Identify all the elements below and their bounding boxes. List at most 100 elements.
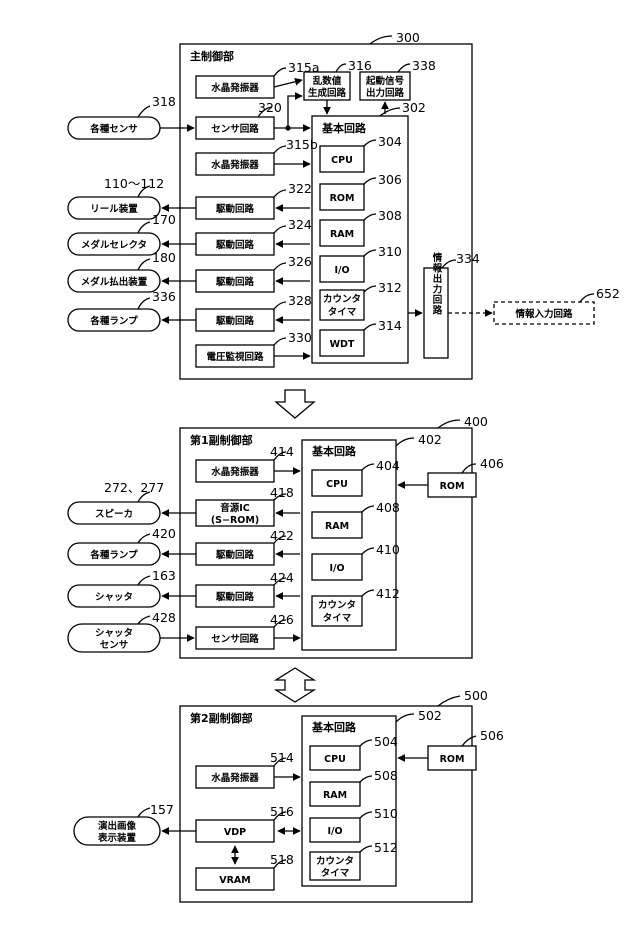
sub2-osc-label: 水晶発振器: [211, 772, 259, 784]
main-sensors-ref: 318: [152, 94, 176, 109]
speaker-label: スピーカ: [95, 508, 133, 520]
sub2-counter-label: カウンタ: [316, 855, 354, 867]
sub1-osc-label: 水晶発振器: [211, 466, 259, 478]
info-output-ref: 334: [456, 251, 480, 266]
sub2-title: 第2副制御部: [190, 711, 253, 725]
info-input-label: 情報入力回路: [514, 308, 573, 320]
sub1-ref: 400: [464, 414, 488, 429]
main-cpu-ref: 304: [378, 134, 402, 149]
shutter-sensor-leader: [138, 616, 150, 624]
sub1-drive-424-ref: 424: [270, 570, 294, 585]
drive-326-label: 駆動回路: [215, 276, 255, 288]
sub1-sensor-circuit-ref: 426: [270, 612, 294, 627]
info-output-label: 情報出力回路: [431, 252, 444, 316]
sub2-osc-ref: 514: [270, 750, 294, 765]
sub1-lamps-leader: [138, 534, 150, 543]
speaker-ref: 272、277: [104, 480, 164, 495]
main-core-title: 基本回路: [321, 121, 367, 135]
sub2-rom-ref: 506: [480, 728, 504, 743]
sub1-io-ref: 410: [376, 542, 400, 557]
sub2-io-label: I/O: [327, 826, 342, 837]
sub2-io-ref: 510: [374, 806, 398, 821]
main-ref: 300: [396, 30, 420, 45]
shutter-leader: [138, 576, 150, 585]
main-ram-label: RAM: [330, 229, 354, 240]
main-timer-label: タイマ: [328, 306, 357, 318]
sub1-counter-label: カウンタ: [318, 599, 356, 611]
sound-ic-label1: 音源IC: [220, 502, 250, 514]
sub2-ref-leader: [438, 696, 460, 706]
sub1-lamps-ref: 420: [152, 526, 176, 541]
voltage-label: 電圧監視回路: [206, 351, 264, 363]
sub1-rom-ref: 406: [480, 456, 504, 471]
vdp-ref: 516: [270, 804, 294, 819]
medal-selector-leader: [138, 222, 150, 233]
main-sensors-leader: [138, 106, 150, 117]
main-start-ref: 338: [412, 58, 436, 73]
medal-selector-label: メダルセレクタ: [81, 239, 147, 251]
drive-326-ref: 326: [288, 254, 312, 269]
main-start-label2: 出力回路: [366, 87, 405, 99]
sub1-rom-label: ROM: [440, 481, 465, 492]
sub1-sensor-circuit-label: センサ回路: [211, 633, 259, 645]
main-counter-ref: 312: [378, 280, 402, 295]
drive-322-ref: 322: [288, 181, 312, 196]
sub1-ram-ref: 408: [376, 500, 400, 515]
medal-selector-ref: 170: [152, 212, 176, 227]
info-input-ref: 652: [596, 286, 620, 301]
drive-328-ref: 328: [288, 293, 312, 308]
sub2-rom-label: ROM: [440, 754, 465, 765]
sub1-ref-leader: [438, 420, 460, 428]
sub1-ram-label: RAM: [325, 521, 349, 532]
main-start-label1: 起動信号: [365, 75, 405, 87]
sub1-core-ref: 402: [418, 432, 442, 447]
shutter-ref: 163: [152, 568, 176, 583]
sub1-osc-ref: 414: [270, 444, 294, 459]
sub1-io-label: I/O: [329, 563, 344, 574]
effect-display-label1: 演出画像: [98, 820, 137, 832]
sub1-drive-424-label: 駆動回路: [215, 591, 255, 603]
main-io-ref: 310: [378, 244, 402, 259]
sub2-cpu-label: CPU: [324, 754, 346, 765]
voltage-ref: 330: [288, 330, 312, 345]
main-lamps-ref: 336: [152, 289, 176, 304]
shutter-sensor-label1: シャッタ: [95, 627, 133, 639]
drive-324-label: 駆動回路: [215, 239, 255, 251]
shutter-label: シャッタ: [95, 591, 133, 603]
main-cpu-label: CPU: [331, 155, 353, 166]
main-rom-label: ROM: [330, 193, 355, 204]
medal-payout-ref: 180: [152, 250, 176, 265]
sub2-timer-label: タイマ: [321, 867, 350, 879]
main-core-ref: 302: [402, 100, 426, 115]
reel-device-ref: 110～112: [104, 176, 164, 191]
effect-display-ref: 157: [150, 802, 174, 817]
main-lamps-leader: [138, 298, 150, 309]
sub2-counter-ref: 512: [374, 840, 398, 855]
reel-device-label: リール装置: [90, 203, 138, 215]
main-rng-ref: 316: [348, 58, 372, 73]
main-sensor-circuit-label: センサ回路: [211, 123, 259, 135]
down-arrow-icon: [276, 390, 314, 418]
medal-payout-label: メダル払出装置: [81, 276, 148, 288]
effect-display-label2: 表示装置: [97, 832, 137, 844]
drive-322-label: 駆動回路: [215, 203, 255, 215]
main-counter-label: カウンタ: [323, 293, 361, 305]
shutter-sensor-label2: センサ: [100, 640, 129, 651]
drive-324-ref: 324: [288, 217, 312, 232]
sub1-cpu-ref: 404: [376, 458, 400, 473]
main-ref-leader: [370, 36, 392, 44]
sub1-core-title: 基本回路: [311, 444, 357, 458]
sound-ic-label2: (S−ROM): [211, 515, 259, 526]
main-ram-ref: 308: [378, 208, 402, 223]
info-input-leader: [580, 294, 594, 302]
effect-display-leader: [138, 808, 150, 817]
main-control-title: 主制御部: [190, 49, 234, 63]
vdp-label: VDP: [224, 827, 246, 838]
sub1-title: 第1副制御部: [190, 433, 253, 447]
sub2-ram-ref: 508: [374, 768, 398, 783]
main-rom-ref: 306: [378, 172, 402, 187]
medal-payout-leader: [138, 259, 150, 270]
vram-ref: 518: [270, 852, 294, 867]
main-wdt-ref: 314: [378, 318, 402, 333]
